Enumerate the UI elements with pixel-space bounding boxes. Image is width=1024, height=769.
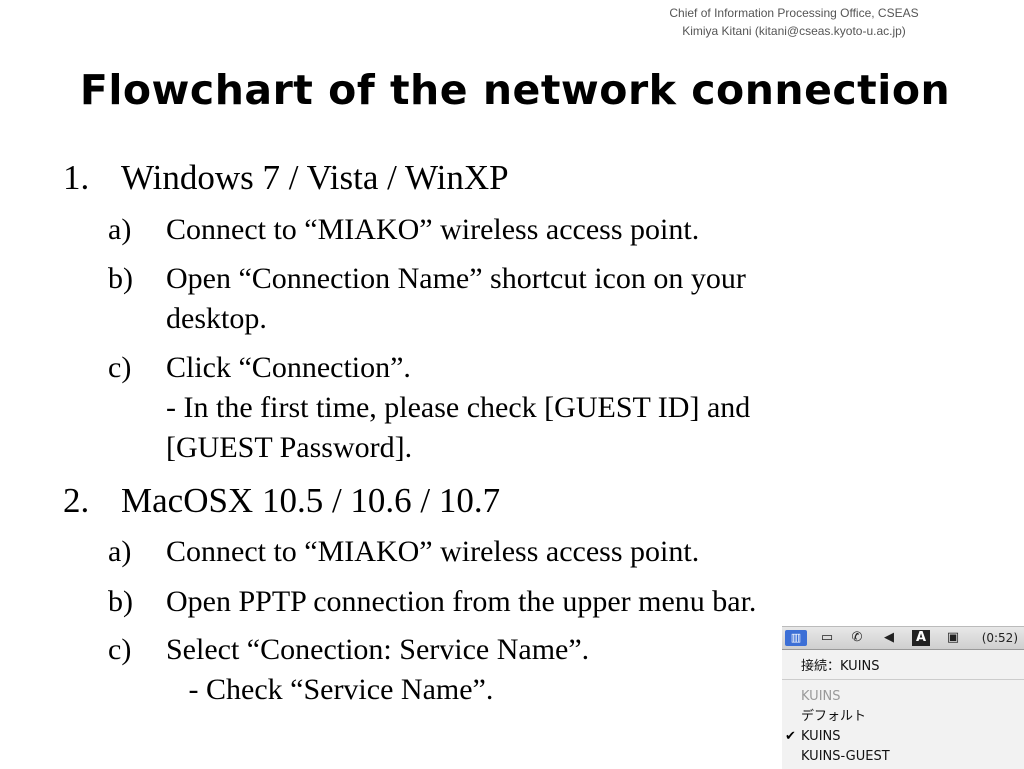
page-title: Flowchart of the network connection bbox=[79, 66, 951, 114]
step-marker: a) bbox=[108, 213, 132, 246]
checkmark-icon: ✔ bbox=[785, 729, 796, 744]
menu-item-kuins-guest[interactable]: KUINS-GUEST bbox=[801, 749, 890, 764]
step-marker: b) bbox=[108, 262, 133, 295]
step-marker: a) bbox=[108, 535, 132, 568]
section-heading: Windows 7 / Vista / WinXP bbox=[121, 158, 509, 197]
step-line: Connect to “MIAKO” wireless access point… bbox=[166, 213, 700, 246]
menu-divider bbox=[782, 679, 1024, 680]
step-marker: c) bbox=[108, 351, 132, 384]
menu-item-default[interactable]: デフォルト bbox=[801, 709, 867, 724]
step-line: [GUEST Password]. bbox=[166, 431, 413, 464]
step-line: desktop. bbox=[166, 302, 267, 335]
connection-status: 接続：KUINS bbox=[801, 659, 880, 674]
mac-menu-screenshot: ▥ ▭ ✆ ◀ A ▣ (0:52) 接続：KUINS KUINS デフォルト … bbox=[782, 626, 1024, 769]
vpn-icon[interactable]: ▥ bbox=[785, 630, 807, 646]
step-text: Open “Connection Name” shortcut icon on … bbox=[166, 259, 906, 339]
step-line: Open “Connection Name” shortcut icon on … bbox=[166, 262, 746, 295]
section-number: 1. bbox=[63, 158, 90, 197]
contact-info: Kimiya Kitani (kitani@cseas.kyoto-u.ac.j… bbox=[682, 24, 906, 38]
phone-icon[interactable]: ✆ bbox=[851, 630, 863, 645]
battery-time[interactable]: (0:52) bbox=[981, 631, 1018, 645]
step-line: Click “Connection”. bbox=[166, 351, 411, 384]
display-icon[interactable]: ▭ bbox=[820, 630, 834, 645]
step-marker: c) bbox=[108, 633, 132, 666]
activity-icon[interactable]: ▣ bbox=[946, 630, 960, 645]
step-line: - In the first time, please check [GUEST… bbox=[166, 391, 751, 424]
step-line: Connect to “MIAKO” wireless access point… bbox=[166, 535, 700, 568]
section-number: 2. bbox=[63, 481, 90, 520]
volume-icon[interactable]: ◀ bbox=[884, 630, 894, 645]
step-line: Open PPTP connection from the upper menu… bbox=[166, 585, 757, 618]
input-menu-icon[interactable]: A bbox=[912, 630, 930, 646]
step-text: Select “Conection: Service Name”. - Chec… bbox=[166, 630, 726, 710]
mac-menu-bar: ▥ ▭ ✆ ◀ A ▣ (0:52) bbox=[782, 627, 1024, 650]
menu-item-header: KUINS bbox=[801, 689, 841, 704]
step-line: Select “Conection: Service Name”. bbox=[166, 633, 590, 666]
section-heading: MacOSX 10.5 / 10.6 / 10.7 bbox=[121, 481, 501, 520]
step-line: - Check “Service Name”. bbox=[166, 673, 494, 706]
header-credit: Chief of Information Processing Office, … bbox=[594, 4, 994, 40]
step-text: Open PPTP connection from the upper menu… bbox=[166, 582, 906, 622]
step-text: Click “Connection”. - In the first time,… bbox=[166, 348, 906, 468]
step-text: Connect to “MIAKO” wireless access point… bbox=[166, 532, 906, 572]
office-name: Chief of Information Processing Office, … bbox=[669, 6, 919, 20]
menu-item-kuins[interactable]: KUINS bbox=[801, 729, 841, 744]
step-text: Connect to “MIAKO” wireless access point… bbox=[166, 210, 906, 250]
step-marker: b) bbox=[108, 585, 133, 618]
